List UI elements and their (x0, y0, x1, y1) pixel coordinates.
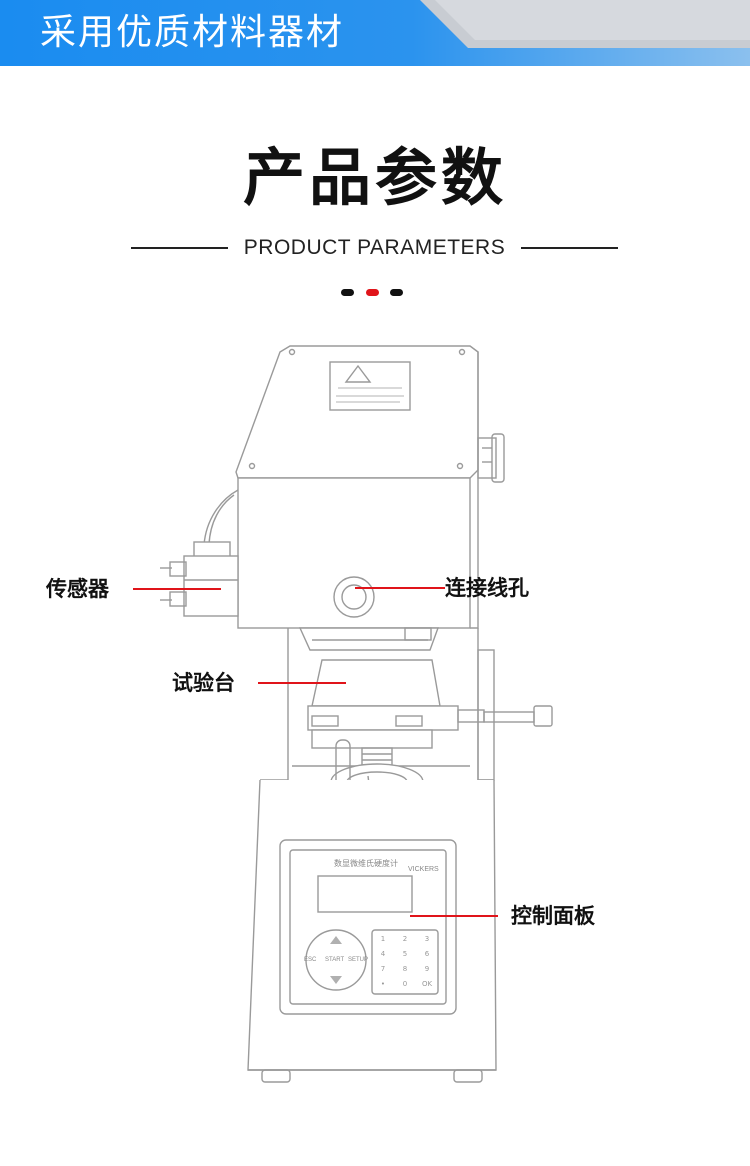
panel-title: 数显微维氏硬度计 (334, 859, 398, 868)
keypad-key[interactable]: 2 (402, 935, 408, 943)
esc-button[interactable]: ESC (304, 957, 317, 963)
sensor-assembly (160, 541, 239, 617)
callout-control-panel-line (410, 915, 498, 917)
page-title: 产品参数 (242, 141, 507, 214)
machine-head (203, 345, 505, 629)
keypad-key[interactable]: 8 (402, 965, 408, 973)
machine-base (247, 779, 497, 1083)
subtitle-rule-left (131, 247, 228, 249)
callout-sensor-line (133, 588, 221, 590)
top-banner: 采用优质材料器材 (0, 0, 750, 66)
callout-sensor-label: 传感器 (46, 577, 109, 601)
keypad-key[interactable]: 3 (424, 935, 430, 943)
callout-test-table-label: 试验台 (172, 671, 235, 695)
start-button[interactable]: START (325, 957, 345, 963)
subtitle-rule-right (521, 247, 618, 249)
keypad-key[interactable]: 5 (402, 950, 408, 958)
dot-right (390, 289, 403, 296)
banner-background (0, 0, 750, 66)
keypad: 1 2 3 4 5 6 7 8 9 • 0 OK (372, 932, 438, 992)
keypad-key[interactable]: OK (421, 980, 433, 988)
keypad-key[interactable]: 6 (424, 950, 430, 958)
keypad-key[interactable]: 7 (380, 965, 386, 973)
section-dots (341, 289, 403, 297)
callout-test-table-line (258, 682, 346, 684)
keypad-key[interactable]: 0 (402, 980, 408, 988)
subtitle-row: PRODUCT PARAMETERS (0, 232, 750, 264)
keypad-key[interactable]: 4 (380, 950, 386, 958)
setup-button[interactable]: SETUP (348, 957, 369, 963)
turret (298, 627, 439, 651)
banner-title: 采用优质材料器材 (40, 12, 345, 53)
keypad-key[interactable]: 1 (380, 935, 386, 943)
keypad-key[interactable]: 9 (424, 965, 430, 973)
callout-connection-port-label: 连接线孔 (445, 576, 529, 600)
dot-middle-accent (366, 289, 379, 296)
page-subtitle: PRODUCT PARAMETERS (243, 236, 506, 259)
panel-brand: VICKERS (408, 866, 439, 873)
callout-connection-port-line (355, 587, 445, 589)
callout-control-panel-label: 控制面板 (511, 904, 595, 928)
dot-left (341, 289, 354, 296)
keypad-key[interactable]: • (380, 980, 386, 988)
hardness-tester-illustration (160, 345, 553, 1083)
